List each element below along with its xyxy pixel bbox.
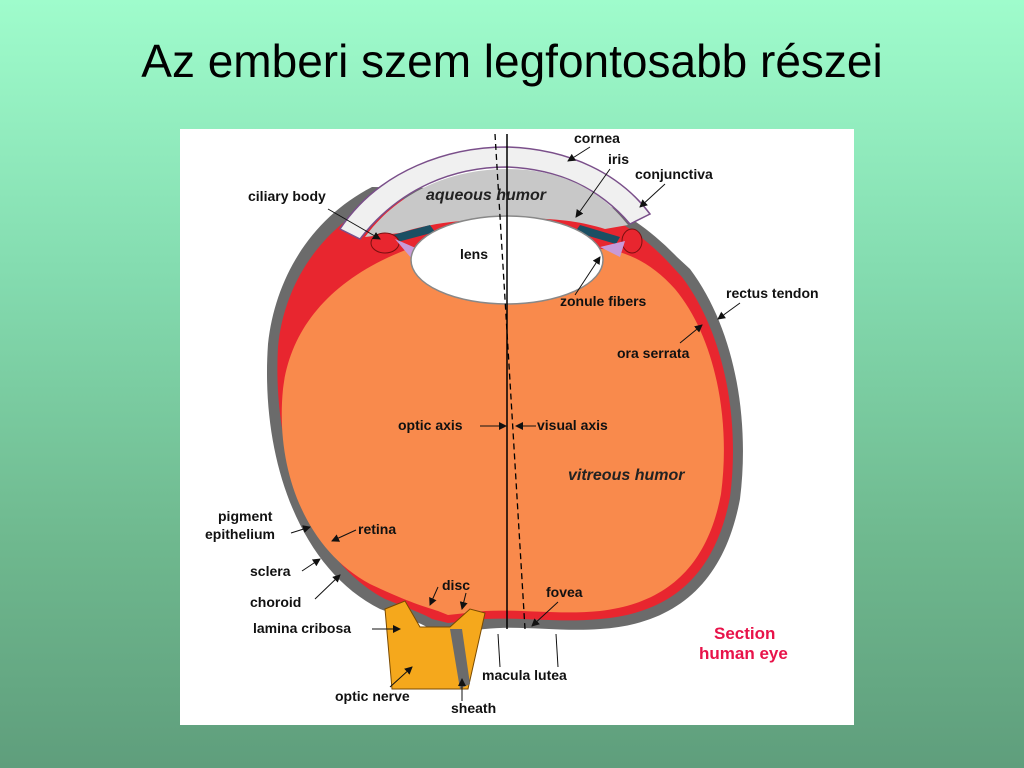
sheath-label: sheath: [451, 700, 496, 716]
optic-nerve-label: optic nerve: [335, 688, 410, 704]
lens-label: lens: [460, 246, 488, 262]
zonule-right: [600, 241, 625, 257]
sclera-label: sclera: [250, 563, 291, 579]
aqueous-chamber: [365, 169, 628, 237]
eye-diagram: aqueous humor lens vitreous humor cornea…: [180, 129, 854, 725]
macula-lutea-label: macula lutea: [482, 667, 567, 683]
conjunctiva-label: conjunctiva: [635, 166, 713, 182]
lamina-cribosa-label: lamina cribosa: [253, 620, 351, 636]
visual-axis-label: visual axis: [537, 417, 608, 433]
ora-serrata-label: ora serrata: [617, 345, 690, 361]
vitreous-humor-label: vitreous humor: [568, 467, 685, 484]
retina-label: retina: [358, 521, 396, 537]
sheath-shape: [450, 629, 470, 689]
zonule-fibers-label: zonule fibers: [560, 293, 647, 309]
aqueous-humor-label: aqueous humor: [426, 187, 547, 204]
rectus-tendon-label: rectus tendon: [726, 285, 819, 301]
ciliary-body-label: ciliary body: [248, 188, 326, 204]
eye-diagram-svg: aqueous humor lens vitreous humor cornea…: [205, 130, 819, 716]
pigment-epithelium-label-2: epithelium: [205, 526, 275, 542]
slide-title: Az emberi szem legfontosabb részei: [141, 35, 883, 87]
fovea-label: fovea: [546, 584, 583, 600]
cornea-shape: [338, 146, 652, 240]
caption-line-1: Section: [714, 624, 775, 643]
iris-label: iris: [608, 151, 629, 167]
cornea-label: cornea: [574, 130, 620, 146]
optic-axis-label: optic axis: [398, 417, 463, 433]
pigment-epithelium-label-1: pigment: [218, 508, 273, 524]
disc-label: disc: [442, 577, 470, 593]
iris-right: [575, 225, 620, 244]
vitreous-shape: [281, 248, 724, 615]
choroid-label: choroid: [250, 594, 301, 610]
visual-axis-line: [494, 133, 526, 630]
ciliary-body-right: [621, 228, 643, 254]
caption-line-2: human eye: [699, 644, 788, 663]
